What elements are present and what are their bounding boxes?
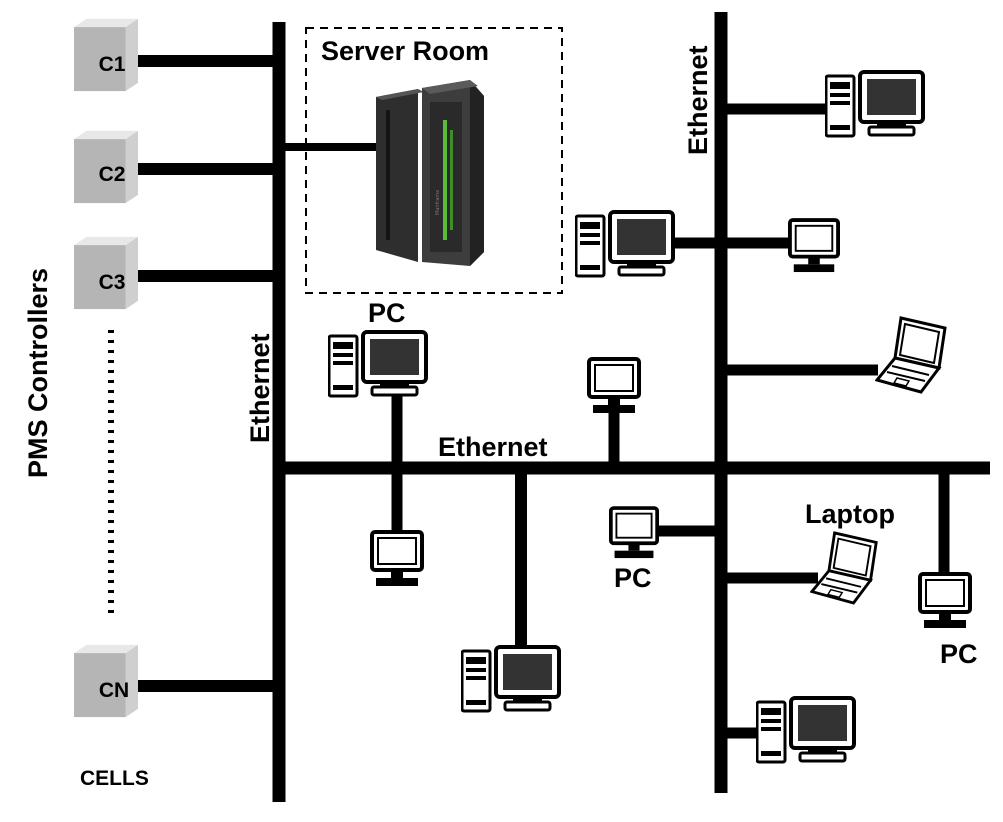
pc-middle-label: PC	[614, 563, 652, 593]
server-room-box	[305, 27, 563, 294]
monitor-mid-top	[587, 357, 641, 415]
controller-c2: C2	[74, 130, 138, 204]
monitor-right-2	[788, 218, 840, 274]
server-room-label: Server Room	[321, 36, 489, 66]
controller-c1: C1	[74, 18, 138, 92]
controller-label: C3	[99, 271, 126, 294]
ethernet-label-right: Ethernet	[683, 45, 713, 155]
pc-right-label: PC	[940, 639, 978, 669]
laptop-label: Laptop	[805, 499, 895, 529]
laptop-right-3	[875, 316, 947, 394]
desktop-right-2	[575, 210, 675, 278]
desktop-right-1	[825, 70, 925, 138]
server-brand: Manframe	[435, 190, 441, 215]
ethernet-label-horizontal: Ethernet	[438, 432, 548, 462]
monitor-pc-middle	[609, 506, 659, 561]
desktop-bottom	[461, 645, 561, 713]
controller-cn: CN	[74, 644, 138, 718]
laptop-right-4	[810, 531, 878, 605]
ethernet-label-left: Ethernet	[245, 333, 275, 443]
monitor-pc-right	[918, 572, 972, 630]
controller-label: C1	[99, 53, 126, 76]
pms-controllers-label: PMS Controllers	[23, 268, 53, 478]
cells-label: CELLS	[80, 767, 149, 790]
desktop-pc-top	[328, 330, 428, 398]
pc-top-label: PC	[368, 298, 406, 328]
controller-c3: C3	[74, 236, 138, 310]
connection-lines	[135, 12, 990, 802]
monitor-bottom-left	[370, 530, 424, 588]
controller-label: C2	[99, 163, 126, 186]
controller-label: CN	[99, 679, 129, 702]
desktop-right-5	[756, 696, 856, 764]
server-icon: Manframe	[376, 80, 484, 266]
